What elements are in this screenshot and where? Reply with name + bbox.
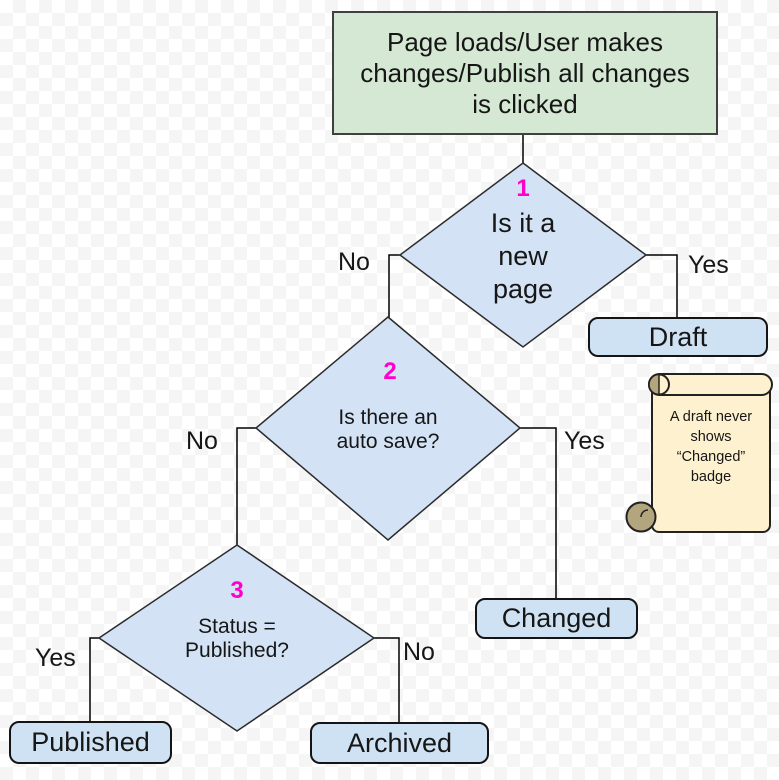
outcome-node-changed: Changed [475,598,638,639]
edge-label-no-3: No [403,638,435,666]
outcome-node-published: Published [9,721,172,764]
note-scroll-bottom-curl-line [640,509,649,518]
connector-decision1-draft [643,254,678,318]
decision-3-number: 3 [230,577,244,604]
connector-decision3-published [89,637,102,722]
edge-label-yes-3: Yes [35,644,76,672]
decision-2-label: Is there an auto save? [336,406,440,453]
decision-node-3 [97,544,376,732]
connector-decision2-decision3 [236,427,259,547]
decision-node-2 [254,316,522,541]
decision-2-number: 2 [383,358,397,385]
outcome-changed-label: Changed [501,603,612,633]
outcome-draft-label: Draft [648,321,708,352]
note-scroll-top-curl-shade [648,373,660,396]
outcome-node-archived: Archived [310,722,489,764]
note-scroll [625,373,773,533]
connector-decision3-archived [371,637,400,723]
decision-3-label: Status = Published? [185,615,289,662]
outcome-archived-label: Archived [346,727,453,758]
connector-decision2-changed [517,427,557,599]
start-node-label: Page loads/User makes changes/Publish al… [360,26,690,119]
outcome-node-draft: Draft [588,317,768,357]
connector-decision1-decision2 [388,254,403,319]
outcome-published-label: Published [31,727,150,757]
note-label: A draft never shows “Changed” badge [669,409,753,485]
start-node: Page loads/User makes changes/Publish al… [332,11,718,135]
edge-label-no-2: No [186,427,218,455]
edge-label-yes-1: Yes [688,251,729,279]
decision-1-number: 1 [516,175,530,202]
decision-node-1 [398,162,648,348]
decision-1-label: Is it a new page [490,208,556,304]
edge-label-no-1: No [338,248,370,276]
edge-label-yes-2: Yes [564,427,605,455]
